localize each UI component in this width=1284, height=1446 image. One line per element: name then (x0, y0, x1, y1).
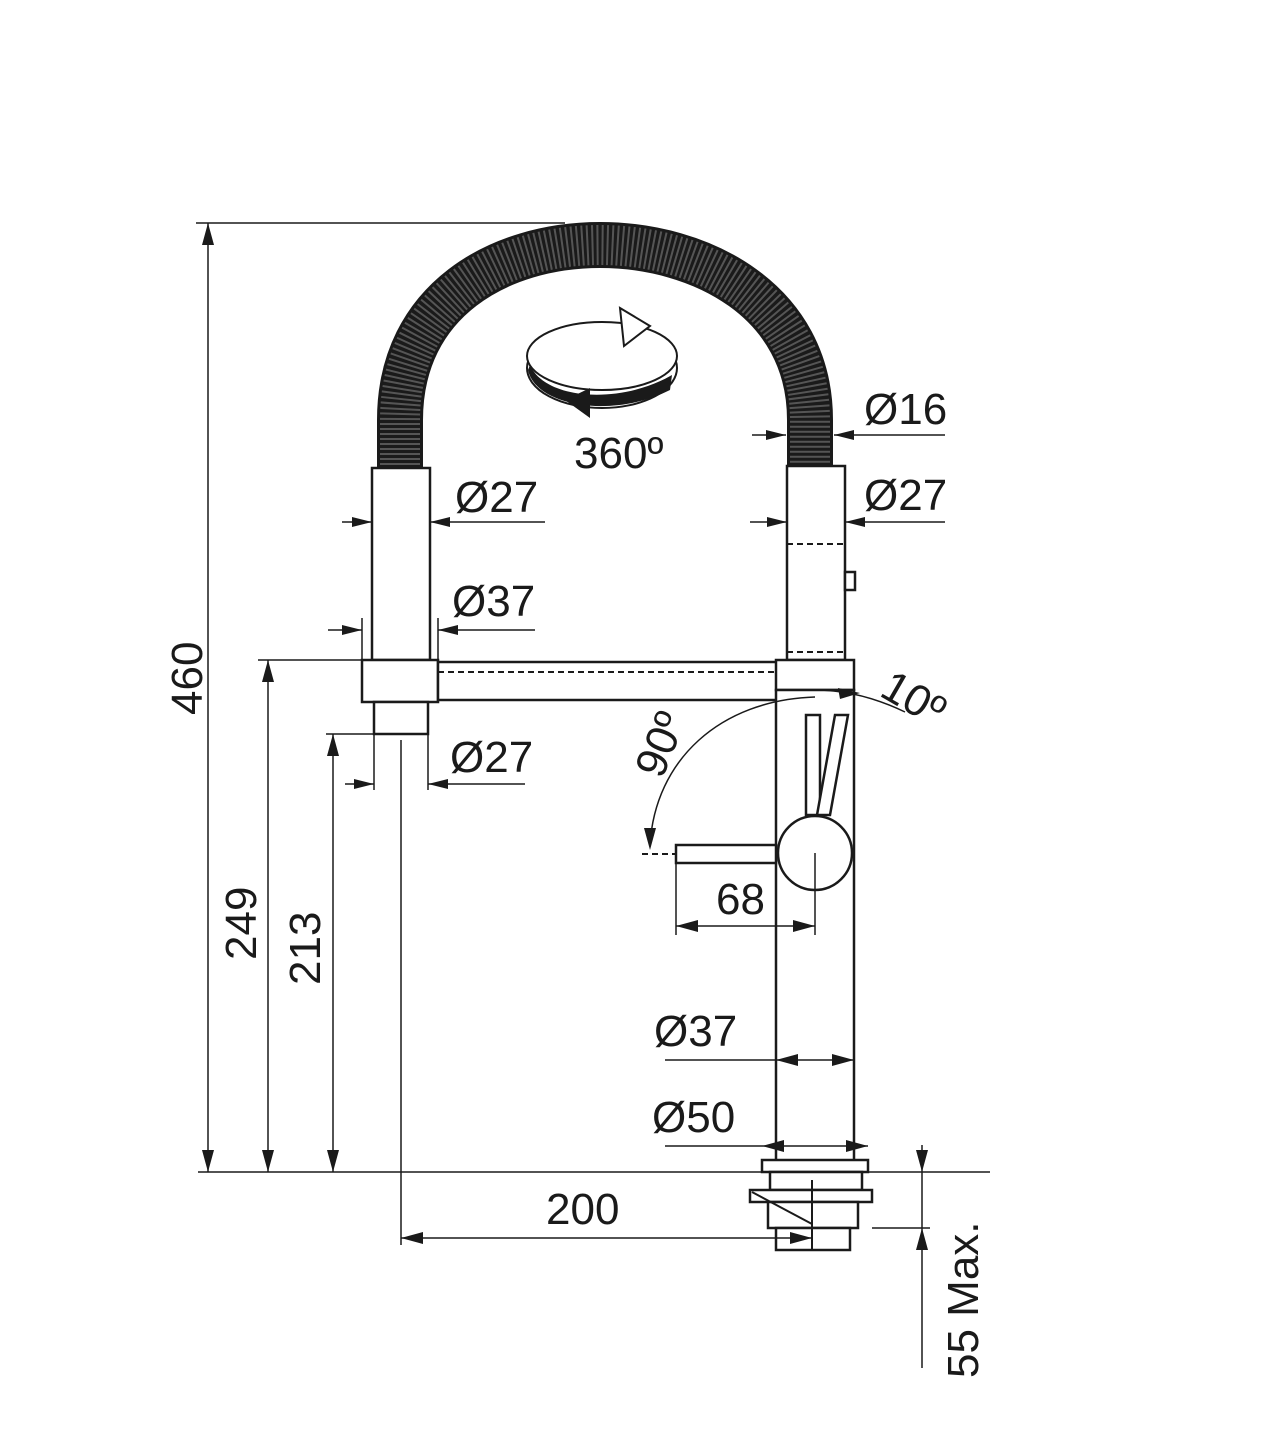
lever-length-label: 68 (716, 875, 765, 924)
flexible-hose (377, 221, 833, 470)
holder-ring-diameter-label: Ø37 (452, 577, 535, 626)
hose-holder (360, 466, 440, 736)
lever-back-angle-label: 10º (873, 661, 954, 736)
body-diameter-label: Ø37 (654, 1007, 737, 1056)
spout-height-label: 249 (217, 887, 266, 960)
holder-outlet-diameter-label: Ø27 (450, 733, 533, 782)
dimension-lever-length: 68 (675, 853, 816, 935)
dimension-outlet-height: 213 (281, 733, 374, 1172)
spray-head (785, 464, 857, 662)
max-deck-label: 55 Max. (939, 1221, 988, 1378)
outlet-height-label: 213 (281, 912, 330, 985)
dimension-total-height: 460 (163, 222, 565, 1172)
dimension-base-diameter: Ø50 (652, 1093, 868, 1152)
reach-label: 200 (546, 1185, 619, 1234)
dimension-max-deck: 55 Max. (872, 1145, 988, 1378)
dimension-holder-ring-diameter: Ø37 (328, 577, 535, 660)
total-height-label: 460 (163, 642, 212, 715)
dimension-reach: 200 (400, 740, 812, 1245)
rotation-label: 360º (574, 429, 663, 478)
dimension-holder-outlet-diameter: Ø27 (345, 733, 533, 790)
hose-diameter-label: Ø16 (864, 385, 947, 434)
dimension-body-diameter: Ø37 (654, 1007, 854, 1066)
spray-head-diameter-label: Ø27 (864, 471, 947, 520)
dimension-holder-diameter: Ø27 (342, 473, 545, 527)
rotation-360-icon (526, 306, 678, 418)
holder-diameter-label: Ø27 (455, 473, 538, 522)
lever-side-angle-label: 90º (626, 705, 696, 784)
dimension-spout-height: 249 (217, 659, 362, 1172)
mounting-base (748, 1158, 874, 1252)
support-arm (436, 660, 780, 702)
base-diameter-label: Ø50 (652, 1093, 735, 1142)
dimension-lever-side-angle: 90º (626, 696, 816, 850)
dimension-hose-diameter: Ø16 (752, 385, 947, 440)
dimension-spray-head-diameter: Ø27 (750, 471, 947, 527)
